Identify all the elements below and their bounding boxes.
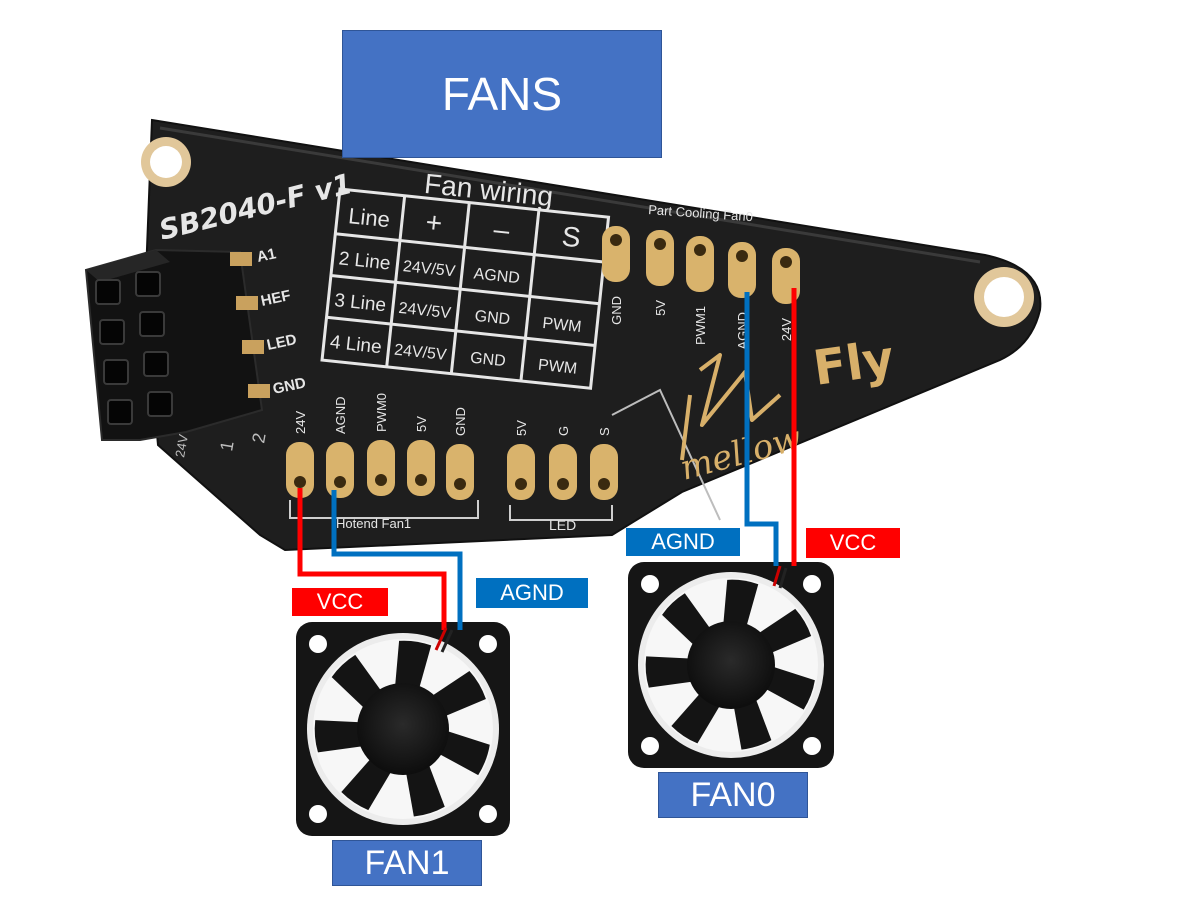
fan-wiring-cell: PWM: [537, 357, 578, 378]
fan0-agnd-wire: [744, 292, 779, 566]
hotend-pin-label: 24V: [293, 411, 308, 434]
fan1-vcc-text: VCC: [316, 589, 364, 614]
fan-blade: [394, 640, 432, 695]
led-pin-label: G: [556, 426, 571, 436]
fan-wiring-header-cell: +: [424, 206, 444, 239]
header-pin-label: A1: [255, 245, 277, 266]
fan-wiring-cell: 24V/5V: [393, 342, 447, 364]
fan-wiring-cell: 24V/5V: [402, 258, 456, 280]
pad-hole: [598, 478, 610, 490]
hotend-pad: [446, 444, 474, 500]
eight-pin-connector: [84, 248, 270, 441]
led-pad: [549, 444, 577, 500]
fan1-label: FAN1: [332, 840, 482, 886]
header-side-label: 2: [248, 431, 269, 444]
mounting-hole-left: [141, 137, 191, 187]
pad-hole: [557, 478, 569, 490]
fan-blade: [645, 656, 699, 688]
fly-brand: Fly: [810, 330, 898, 397]
fan1-agnd-text: AGND: [500, 580, 564, 605]
fan-wiring-cell: GND: [474, 308, 511, 329]
fan0-vcc-text: VCC: [829, 530, 877, 555]
led-pad: [590, 444, 618, 500]
led-pad: [507, 444, 535, 500]
board-edge-highlight: [159, 126, 981, 264]
header-side-label: 1: [216, 439, 237, 452]
fan-blade: [732, 693, 772, 750]
fan1-vcc-label: VCC: [292, 588, 388, 616]
wires: [297, 288, 797, 630]
title-box: FANS: [342, 30, 662, 158]
hotend-pad: [326, 442, 354, 498]
fan1-label-text: FAN1: [364, 843, 450, 882]
pcb-board: [143, 118, 1042, 552]
fan0-label: FAN0: [658, 772, 808, 818]
mounting-hole-right: [974, 267, 1034, 327]
fan1-agnd-wire: [331, 490, 463, 630]
fan-wiring-cell: 24V/5V: [398, 300, 452, 322]
part-cooling-pad: [602, 226, 630, 282]
part-cooling-pad: [728, 242, 756, 298]
part-cooling-title: Part Cooling Fan0: [648, 202, 754, 224]
hotend-fan-title: Hotend Fan1: [336, 516, 411, 531]
hotend-pad: [407, 440, 435, 496]
hotend-pin-label: AGND: [333, 396, 348, 434]
part-cooling-pin-label: 24V: [779, 318, 794, 341]
part-cooling-pin-label: GND: [609, 296, 624, 325]
fan-blade: [314, 720, 369, 753]
part-cooling-pin-label: 5V: [653, 300, 668, 316]
led-pin-label: S: [597, 427, 612, 436]
pad-hole: [334, 476, 346, 488]
fan-wiring-cell: PWM: [542, 315, 583, 336]
header-pin-label: LED: [265, 331, 298, 354]
fan-lead-wires: [434, 565, 788, 653]
pad-hole: [694, 244, 706, 256]
fan0-agnd-label: AGND: [626, 528, 740, 556]
fan0-agnd-text: AGND: [651, 529, 715, 554]
header-pin-label: HEF: [259, 287, 292, 310]
pad-hole: [610, 234, 622, 246]
led-pin-label: 5V: [514, 420, 529, 436]
pad-hole: [294, 476, 306, 488]
pad-hole: [515, 478, 527, 490]
mellow-logo: [680, 353, 782, 461]
fan-wiring-header-cell: S: [560, 221, 582, 254]
pad-hole: [736, 250, 748, 262]
fan-blade: [760, 665, 815, 710]
header-pin-label: GND: [271, 374, 307, 398]
fan1-vcc-wire: [297, 488, 447, 630]
title-text: FANS: [441, 68, 563, 120]
fan-wiring-header-cell: Line: [347, 203, 391, 232]
fan-blade: [433, 729, 490, 776]
header-side-label: 24V: [172, 433, 191, 459]
pad-hole: [454, 478, 466, 490]
silkscreen-outline: [611, 388, 721, 521]
hotend-pin-label: PWM0: [374, 393, 389, 432]
pad-hole: [375, 474, 387, 486]
part-cooling-pad: [646, 230, 674, 286]
pad-hole: [415, 474, 427, 486]
hotend-pin-label: 5V: [414, 416, 429, 432]
fan-wiring-cell: GND: [469, 350, 506, 371]
fan-wiring-cell: AGND: [473, 265, 521, 287]
pad-group-brackets: [289, 500, 613, 521]
part-cooling-pad: [686, 236, 714, 292]
hotend-pin-label: GND: [453, 407, 468, 436]
pad-hole: [780, 256, 792, 268]
fan0-label-text: FAN0: [690, 775, 776, 814]
fan-blade: [722, 579, 759, 632]
fan1-image: [296, 622, 510, 836]
fan-wiring-header-cell: –: [492, 213, 511, 246]
hotend-pad: [286, 442, 314, 498]
led-title: LED: [549, 517, 576, 533]
part-cooling-pin-label: PWM1: [693, 306, 708, 345]
fan1-agnd-label: AGND: [476, 578, 588, 608]
fan0-vcc-label: VCC: [806, 528, 900, 558]
fan0-image: [628, 562, 834, 768]
pad-hole: [654, 238, 666, 250]
hotend-pad: [367, 440, 395, 496]
